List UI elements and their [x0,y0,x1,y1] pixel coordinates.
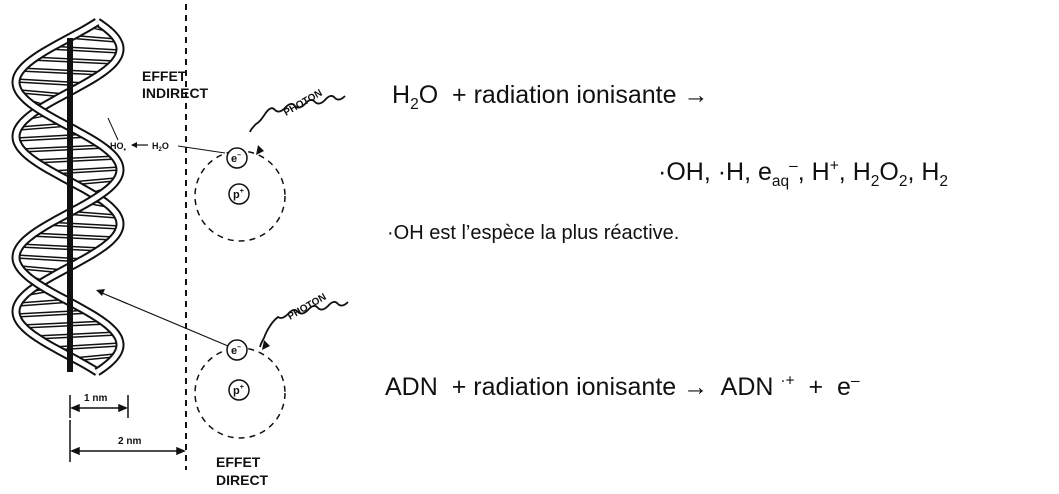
effet-indirect-label-line1: EFFET [142,68,187,84]
effet-indirect-label-line2: INDIRECT [142,85,209,101]
base-pair-rung [21,144,107,150]
scale-bar-1nm [69,395,129,418]
dna-double-helix [11,18,125,376]
equation-water-radiolysis: H2O + radiation ionisante → [392,81,709,113]
base-pair-rung [21,320,108,326]
base-pair-rung [18,246,102,252]
photon-wave-top [249,95,346,133]
ho-to-dna-link [107,117,119,141]
base-pair-rung [19,67,104,73]
proton-top [228,183,250,205]
reaction-arrowhead-ho [131,142,137,148]
base-pair-rung [33,155,117,161]
proton-top-label: p+ [233,188,244,201]
base-pair-rung [15,78,86,84]
photon-arrowhead-top [256,145,264,155]
base-pair-rung [50,166,121,172]
base-pair-rung [33,158,117,164]
equation-dna-ionization: ADN + radiation ionisante → ADN ·+ + e– [385,372,860,401]
equation-radiolysis-products: ·OH, ·H, eaq–, H+, H2O2, H2 [658,157,949,190]
effet-direct-label-line2: DIRECT [216,472,269,488]
base-pair-rung [52,342,120,348]
base-pair-rung [47,48,121,54]
scale-bar-2nm [69,420,186,462]
proton-bottom [228,379,250,401]
photon-label-bottom: PHOTON [286,292,328,323]
photon-wave-bottom [259,301,349,348]
hydroxyl-radical-label: HO• [110,141,127,154]
electron-top-label: e– [231,152,241,165]
dna-hit-arrowhead [96,289,105,296]
electron-bottom [226,339,248,361]
base-pair-rung [45,224,120,230]
base-pair-rung [21,323,108,329]
water-molecule-label: H2O [152,141,169,153]
base-pair-rung [18,243,102,249]
effet-direct-label-line1: EFFET [216,454,261,470]
h2o-to-electron-link [177,145,226,154]
base-pair-rung [21,147,107,153]
dna-backbone-strand-b-inner [13,19,123,375]
base-pair-rung [34,331,118,337]
base-pair-rung [16,136,90,142]
proton-bottom-label: p+ [233,384,244,397]
note-oh-most-reactive: ·OH est l’espèce la plus réactive. [387,222,680,244]
scale-label-1nm: 1 nm [84,393,107,404]
electron-bottom-label: e– [231,344,241,357]
base-pair-rung [16,312,92,318]
scale-label-2nm: 2 nm [118,436,141,447]
electron-top [226,147,248,169]
photon-arrowhead-bottom [262,340,270,350]
base-pair-rung [19,70,104,76]
base-pair-rung [34,334,118,340]
dna-hit-link [101,292,229,347]
